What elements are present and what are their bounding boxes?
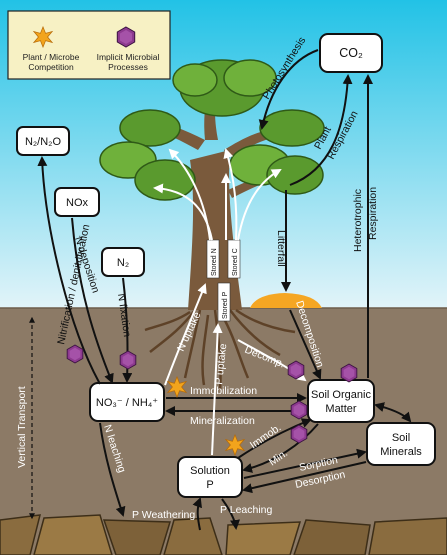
legend-implicit-label: Implicit Microbial Processes (96, 52, 160, 72)
solution-label-1: Solution (190, 465, 230, 477)
minerals-label-1: Soil (392, 432, 410, 444)
svg-text:Stored C: Stored C (232, 248, 239, 276)
n2-n2o-label: N₂/N₂O (25, 136, 61, 148)
minerals-label-2: Minerals (380, 446, 422, 458)
mineralization-label: Mineralization (190, 415, 255, 427)
pool-no3-nh4: NO₃⁻ / NH₄⁺ (89, 382, 165, 422)
bedrock (0, 514, 447, 556)
som-label-2: Matter (325, 403, 357, 415)
pool-co2: CO₂ (319, 33, 383, 73)
solution-label-2: P (206, 479, 213, 491)
nox-label: NOx (66, 197, 89, 209)
pool-soil-minerals: Soil Minerals (366, 422, 436, 466)
pool-solution-p: Solution P (177, 456, 243, 498)
hexagon-icon (287, 360, 305, 380)
co2-label: CO₂ (339, 46, 363, 60)
pool-soil-organic-matter: Soil Organic Matter (307, 379, 375, 423)
stored-n: Stored N (206, 239, 220, 279)
p-weathering-label: P Weathering (132, 509, 195, 521)
p-uptake-label: P uptake (213, 343, 229, 385)
stored-p: Stored P (217, 282, 231, 322)
implicit-hexagon-icon (116, 26, 136, 48)
litter-pile (250, 293, 322, 308)
hexagon-icon (290, 424, 308, 444)
n2-label: N₂ (117, 257, 129, 269)
hexagon-icon (340, 363, 358, 383)
tree-canopy (99, 59, 325, 201)
litterfall-label: Litterfall (275, 230, 287, 267)
svg-text:Stored P: Stored P (222, 291, 229, 319)
pool-n2-n2o: N₂/N₂O (16, 126, 70, 156)
hexagon-icon (290, 400, 308, 420)
pool-nox: NOx (54, 187, 100, 217)
pool-n2: N₂ (101, 247, 145, 277)
stored-c: Stored C (227, 239, 241, 279)
hexagon-icon (119, 350, 137, 370)
legend: Plant / Microbe Competition Implicit Mic… (7, 10, 171, 80)
heterotrophic-label-2: Respiration (367, 187, 379, 240)
p-leaching-label: P Leaching (220, 504, 273, 516)
immobilization-label: Immobilization (190, 385, 257, 397)
no3-nh4-label: NO₃⁻ / NH₄⁺ (96, 397, 158, 409)
som-label-1: Soil Organic (311, 389, 371, 401)
legend-competition-label: Plant / Microbe Competition (22, 52, 80, 72)
hexagon-icon (66, 344, 84, 364)
heterotrophic-label-1: Heterotrophic (352, 189, 364, 252)
svg-text:Stored N: Stored N (211, 248, 218, 276)
vertical-transport-label: Vertical Transport (16, 386, 28, 468)
